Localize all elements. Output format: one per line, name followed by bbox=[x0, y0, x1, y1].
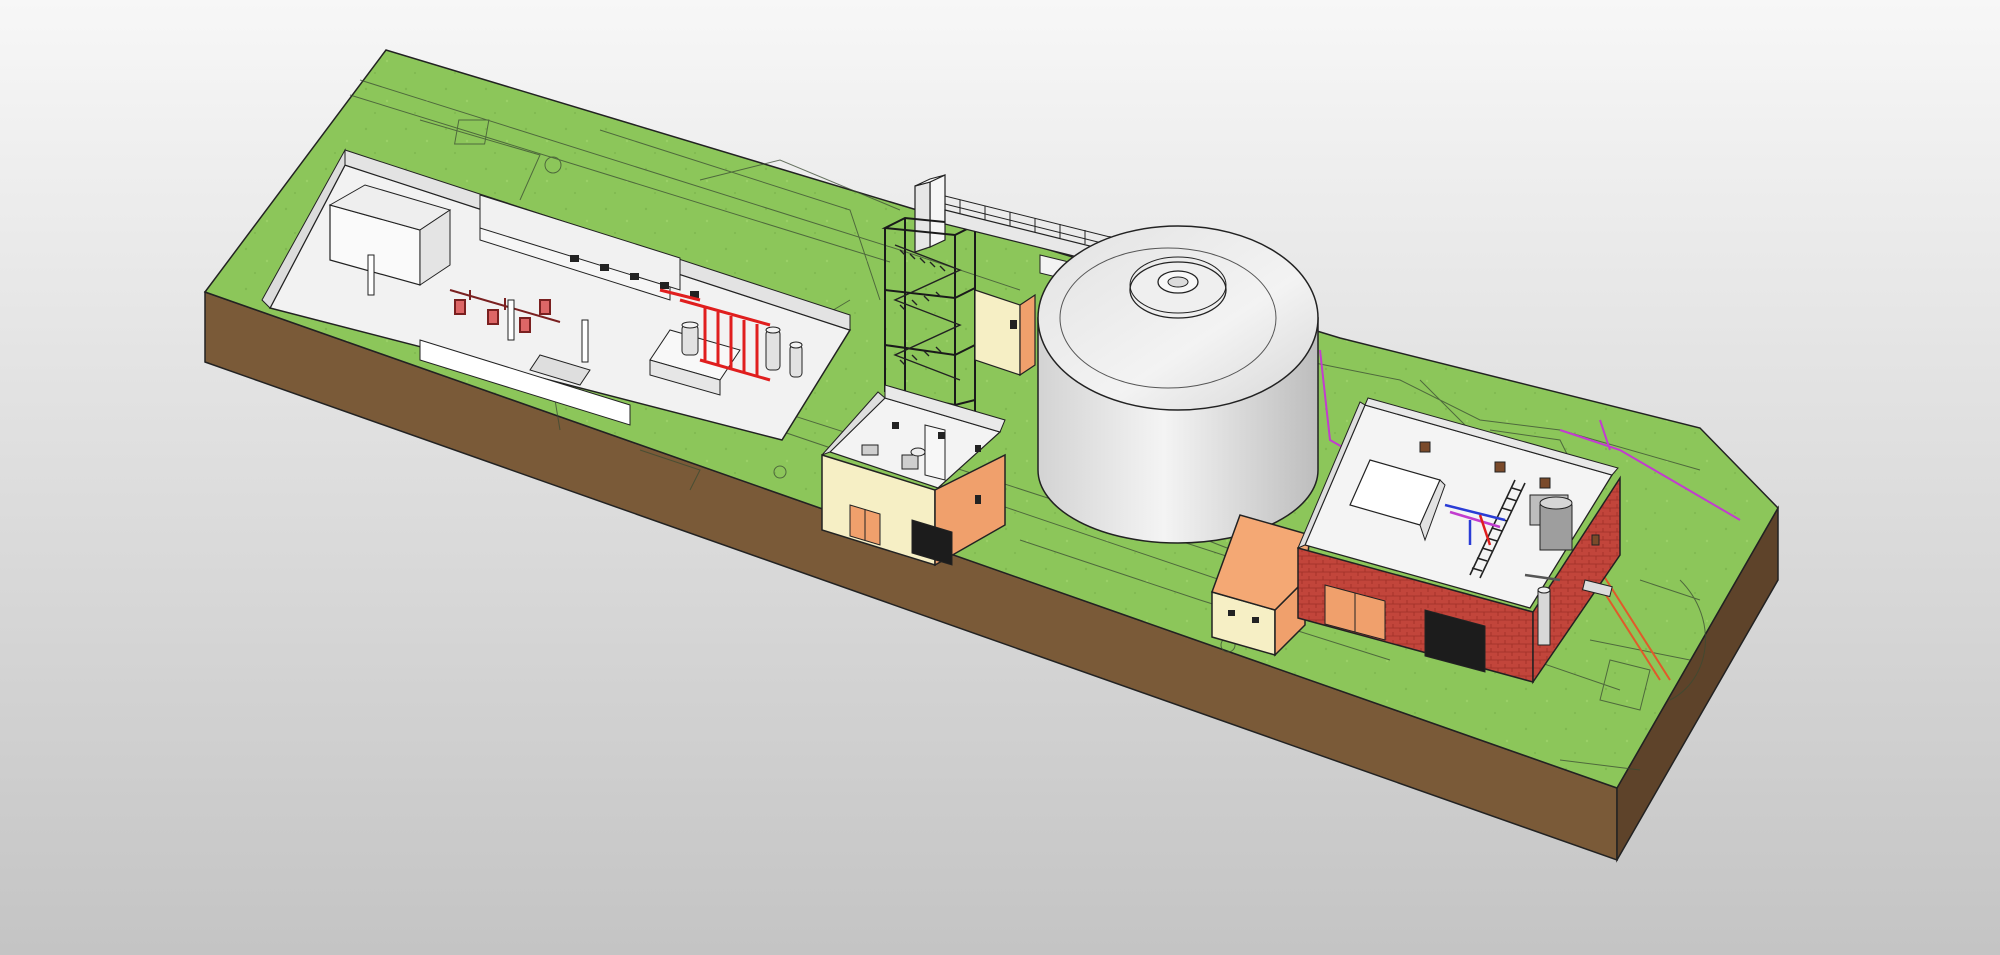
hall-lower-basin bbox=[419, 339, 631, 426]
boiler-house-pipework bbox=[1444, 503, 1561, 582]
boiler-house-windows bbox=[1419, 441, 1600, 546]
stair-tower-chimney bbox=[929, 174, 946, 248]
stair-tower-annex bbox=[974, 289, 1021, 376]
annex-shed[interactable] bbox=[1211, 514, 1311, 657]
hall-stairs bbox=[529, 354, 591, 386]
hall-tanks bbox=[681, 321, 803, 378]
boiler-house-boiler bbox=[1529, 494, 1573, 551]
boiler-house-back-wall bbox=[1364, 397, 1619, 476]
boiler-house-left-wall bbox=[1297, 401, 1366, 549]
boiler-house-chimney bbox=[1537, 586, 1551, 646]
tank-roof-platform-rail bbox=[1129, 256, 1227, 314]
hall-pumps bbox=[449, 289, 561, 333]
boiler-house-door[interactable] bbox=[1324, 584, 1386, 641]
hall-room-box-side bbox=[419, 209, 451, 286]
pump-house-left-wall bbox=[821, 391, 886, 456]
storage-tank[interactable] bbox=[1037, 225, 1319, 544]
shed-windows bbox=[1228, 610, 1259, 623]
tank-manhole-inner bbox=[1167, 276, 1189, 288]
hall-red-pipework bbox=[659, 288, 771, 382]
pump-house-door[interactable] bbox=[849, 504, 881, 546]
stair-tower-chimney-front bbox=[914, 181, 931, 253]
treatment-hall[interactable] bbox=[261, 148, 852, 441]
boiler-house[interactable] bbox=[1297, 397, 1621, 685]
stair-tower[interactable] bbox=[881, 174, 1036, 420]
pump-house[interactable] bbox=[821, 384, 1006, 567]
hall-right-room-wall bbox=[649, 359, 721, 396]
hall-columns bbox=[367, 254, 589, 363]
boiler-house-gate[interactable] bbox=[1424, 609, 1486, 673]
stair-tower-frame bbox=[881, 216, 979, 420]
pump-house-gate[interactable] bbox=[911, 519, 953, 566]
boiler-house-outlet-pipe bbox=[1581, 579, 1613, 598]
pump-house-back-wall bbox=[884, 384, 1006, 433]
hall-back-partition bbox=[479, 194, 681, 291]
stair-tower-stairs bbox=[893, 244, 962, 381]
stair-tower-chimney-top bbox=[914, 174, 946, 187]
boiler-house-side bbox=[1532, 475, 1621, 685]
stair-tower-annex-window bbox=[1010, 320, 1017, 329]
boiler-house-room-wall bbox=[1419, 479, 1446, 542]
stair-tower-annex-side bbox=[1019, 293, 1036, 377]
hall-left-wall bbox=[261, 148, 346, 309]
tank-roof-ring bbox=[1059, 247, 1277, 389]
pump-house-equipment bbox=[861, 444, 926, 470]
pump-house-windows bbox=[892, 422, 981, 504]
